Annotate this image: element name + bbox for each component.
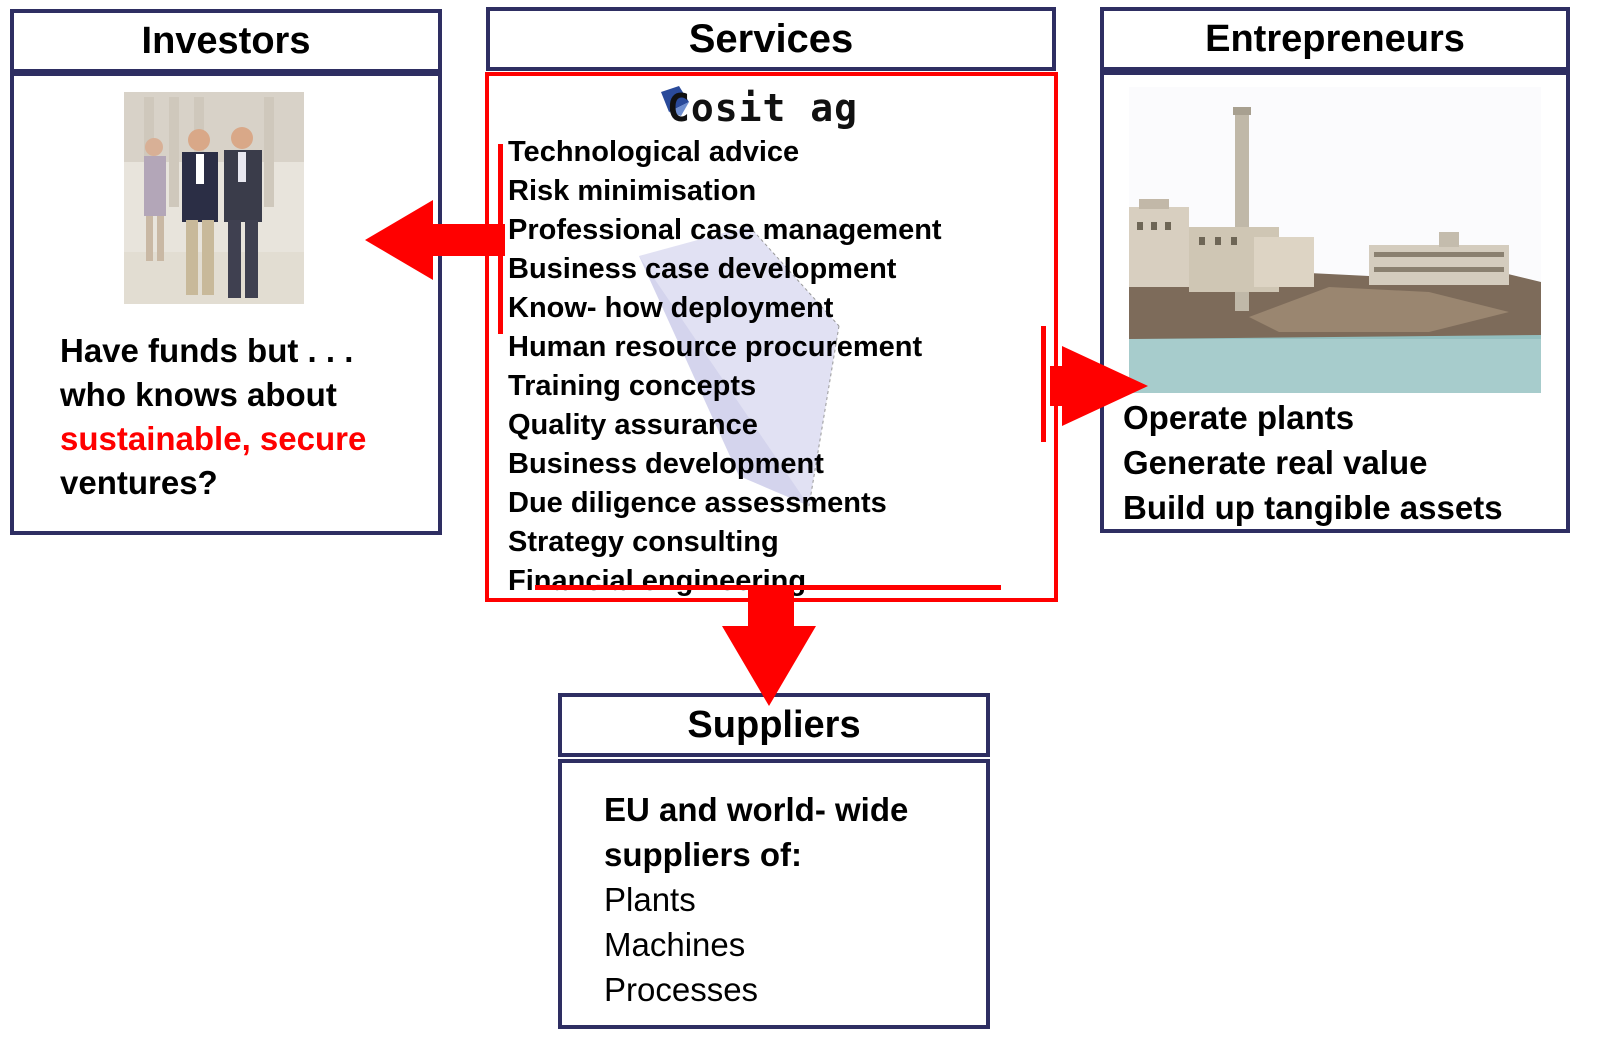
investors-header: Investors: [10, 9, 442, 73]
service-item: Due diligence assessments: [508, 487, 887, 519]
supplier-item: Machines: [604, 926, 746, 963]
entrepreneurs-line: Operate plants: [1123, 399, 1355, 436]
services-panel: Cosit ag Technological advice Risk minim…: [485, 72, 1058, 602]
entrepreneurs-title: Entrepreneurs: [1205, 17, 1465, 60]
services-header: Services: [486, 7, 1056, 71]
suppliers-intro-2: suppliers of:: [604, 836, 803, 873]
service-item: Technological advice: [508, 136, 800, 168]
investors-panel: Have funds but . . . who knows about sus…: [10, 72, 442, 535]
cosit-logo: Cosit ag: [659, 84, 899, 134]
investors-line-highlight: sustainable, secure: [60, 420, 367, 457]
arrow-left-to-investors: [365, 200, 505, 280]
investors-line-4: ventures?: [60, 464, 218, 501]
entrepreneurs-text: Operate plants Generate real value Build…: [1123, 395, 1568, 530]
services-accent-bar-bottom: [535, 585, 1001, 590]
service-item: Business development: [508, 448, 824, 480]
supplier-item: Plants: [604, 881, 696, 918]
investors-photo: [124, 92, 304, 304]
entrepreneurs-panel: Operate plants Generate real value Build…: [1100, 71, 1570, 533]
services-accent-bar-right: [1041, 326, 1046, 442]
service-item: Strategy consulting: [508, 526, 779, 558]
investors-line-2: who knows about: [60, 376, 337, 413]
suppliers-intro-1: EU and world- wide: [604, 791, 909, 828]
cosit-logo-icon: [661, 86, 689, 116]
investors-title: Investors: [141, 19, 311, 62]
entrepreneurs-header: Entrepreneurs: [1100, 7, 1570, 71]
supplier-item: Processes: [604, 971, 759, 1008]
service-item: Risk minimisation: [508, 175, 757, 207]
services-list: Technological advice Risk minimisation P…: [508, 133, 942, 601]
service-item: Quality assurance: [508, 409, 758, 441]
investors-text: Have funds but . . . who knows about sus…: [60, 329, 440, 505]
pyramid-watermark: [639, 225, 840, 507]
investors-line-1: Have funds but . . .: [60, 332, 354, 369]
services-title: Services: [688, 16, 854, 61]
entrepreneurs-line: Generate real value: [1123, 444, 1428, 481]
suppliers-panel: EU and world- wide suppliers of: Plants …: [558, 759, 990, 1029]
suppliers-text: EU and world- wide suppliers of: Plants …: [604, 787, 984, 1012]
entrepreneurs-photo: [1129, 87, 1541, 393]
entrepreneurs-line: Build up tangible assets: [1123, 489, 1503, 526]
service-item: Human resource procurement: [508, 331, 923, 363]
service-item: Know- how deployment: [508, 292, 834, 324]
suppliers-title: Suppliers: [687, 703, 861, 746]
arrow-down-to-suppliers: [722, 588, 816, 706]
cosit-logo-text: Cosit ag: [667, 86, 859, 130]
arrow-right-to-entrepreneurs: [1050, 346, 1148, 426]
service-item: Business case development: [508, 253, 897, 285]
service-item: Training concepts: [508, 370, 757, 402]
service-item: Professional case management: [508, 214, 942, 246]
